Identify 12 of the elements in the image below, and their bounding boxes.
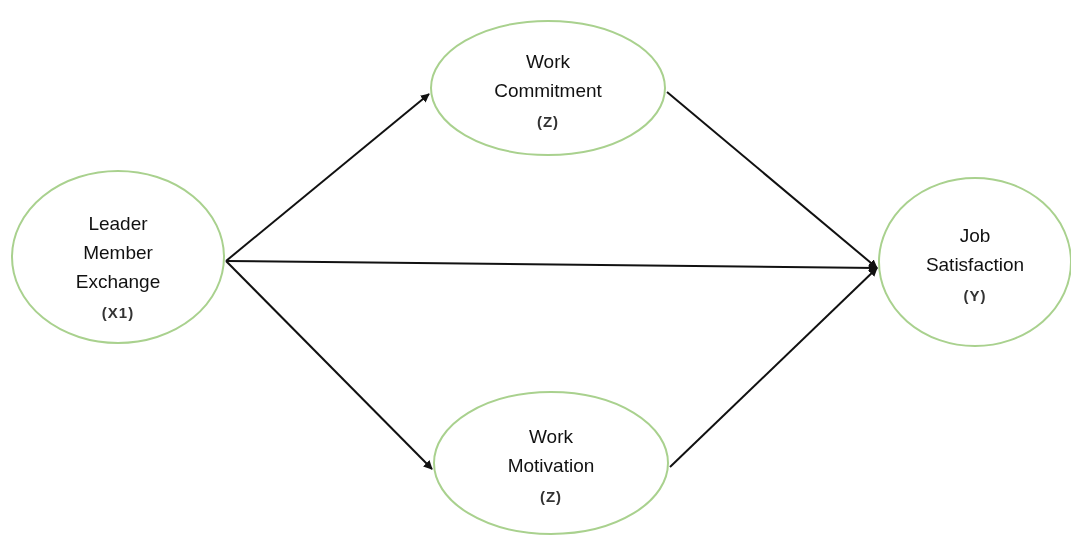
node-label: Job Satisfaction [924, 223, 1026, 277]
arrow [225, 260, 433, 470]
variable-code: (Z) [536, 112, 560, 130]
node-label: Work Commitment [493, 49, 603, 103]
variable-code: (X1) [101, 304, 135, 321]
arrow [225, 93, 430, 262]
arrow [669, 267, 878, 468]
node-label: Leader Member Exchange [74, 212, 162, 294]
variable-code: (Y) [963, 286, 987, 304]
variable-code: (Z) [539, 487, 563, 505]
arrow [666, 91, 878, 269]
node-label: Work Motivation [506, 424, 596, 478]
